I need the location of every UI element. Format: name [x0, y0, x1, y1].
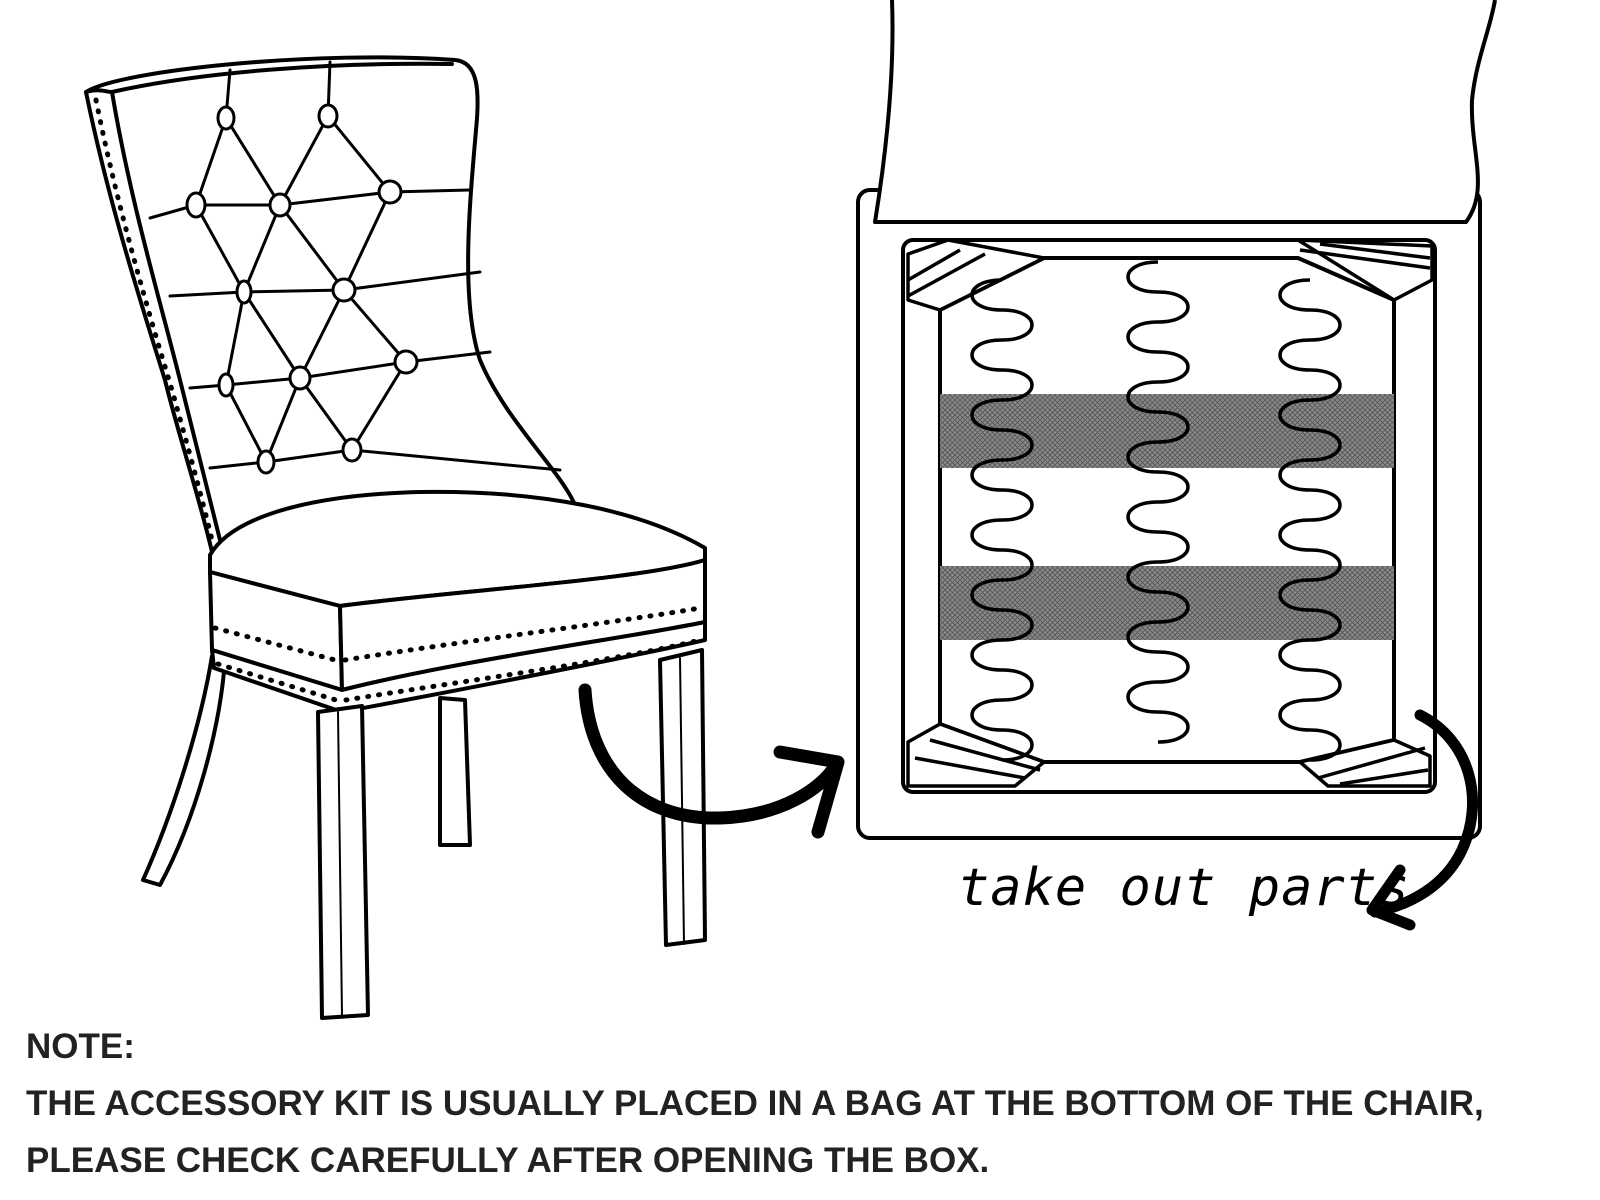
take-out-parts-caption: take out parts: [958, 858, 1411, 918]
take-out-arrow: [1366, 709, 1478, 931]
note-line-2: PLEASE CHECK CAREFULLY AFTER OPENING THE…: [26, 1141, 990, 1180]
assembly-illustration: [84, 0, 1497, 1020]
chair-front-leg-left: [316, 704, 370, 1020]
chair-back-leg-right: [438, 696, 472, 847]
chair-underside-view: [856, 0, 1497, 840]
note-line-1: THE ACCESSORY KIT IS USUALLY PLACED IN A…: [26, 1084, 1484, 1123]
flip-chair-arrow: [578, 683, 845, 839]
underside-backrest: [873, 0, 1497, 224]
note-block: NOTE: THE ACCESSORY KIT IS USUALLY PLACE…: [26, 1018, 1586, 1189]
note-heading: NOTE:: [26, 1027, 135, 1066]
chair-back-leg-left: [141, 654, 227, 887]
chair-drawing: [84, 55, 707, 1020]
